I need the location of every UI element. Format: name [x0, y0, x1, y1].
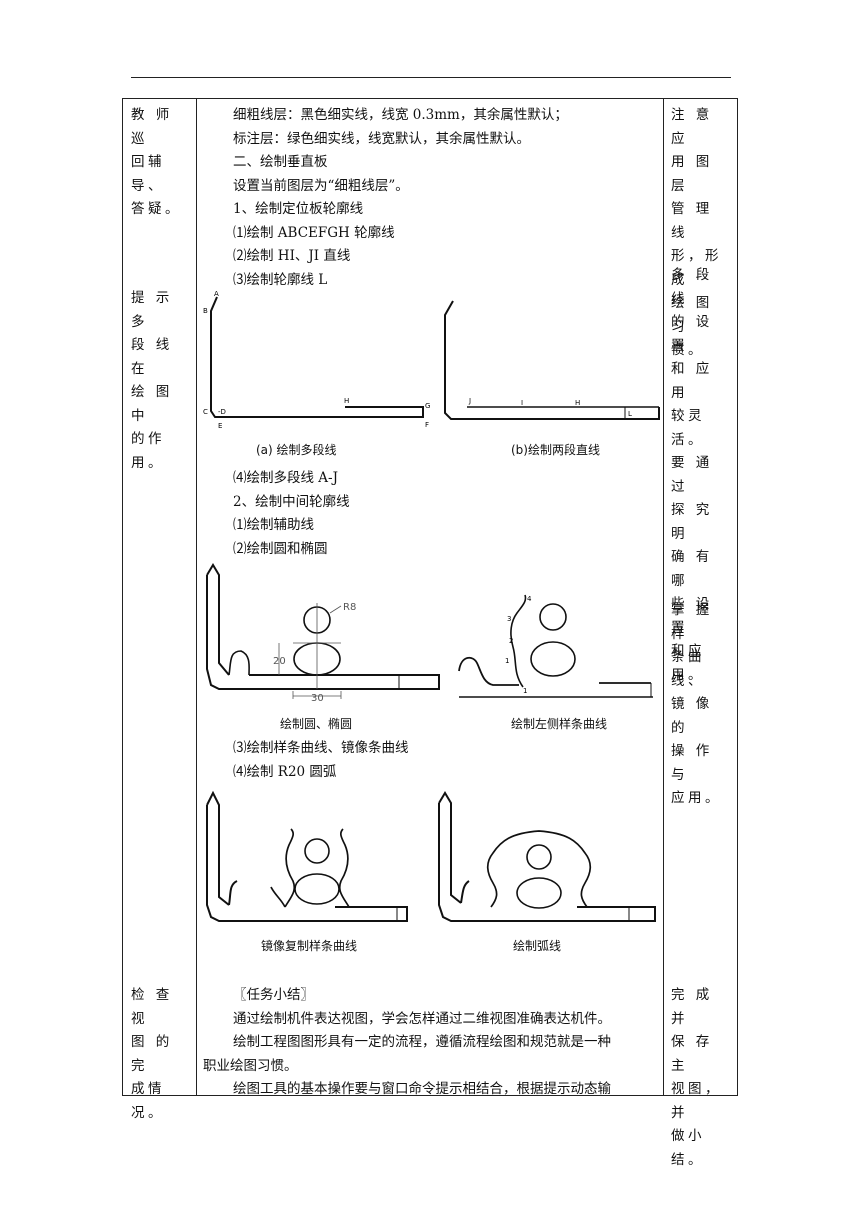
label-l: L [628, 410, 632, 418]
lesson-table: 教 师 巡回辅导、答疑。 提 示 多段 线 在绘 图 中的作用。 检 查 视图 … [122, 98, 738, 1168]
point-4: 4 [527, 595, 532, 603]
header-rule [131, 77, 731, 78]
figure-spline-arc [206, 790, 656, 922]
main-text-1: 细粗线层：黑色细实线，线宽 0.3mm，其余属性默认； 标注层：绿色细实线，线宽… [233, 107, 568, 288]
figure-caption: (a) 绘制多段线 [256, 443, 337, 457]
left-note-2: 提 示 多段 线 在绘 图 中的作用。 [131, 290, 173, 471]
left-note-1: 教 师 巡回辅导、答疑。 [131, 107, 182, 217]
left-note-3: 检 查 视图 的 完成情况。 [131, 987, 173, 1121]
summary-text: 〖任务小结〗 通过绘制机件表达视图，学会怎样通过二维视图准确表达机件。 绘制工程… [203, 987, 611, 1097]
right-note-1: 注 意 应用 图 层管 理 线形，形成绘 图 习惯。 [671, 107, 722, 358]
figure-polyline: A B C -D E F G H J I H L [203, 290, 660, 430]
figure-caption: 绘制左侧样条曲线 [511, 717, 608, 731]
label-h2: H [575, 399, 580, 407]
figure-caption: (b)绘制两段直线 [511, 443, 600, 457]
label-g: G [425, 402, 430, 410]
point-1: 1 [505, 657, 509, 665]
label-j: J [468, 397, 471, 405]
label-f: F [425, 421, 429, 429]
width-label: 30 [311, 693, 324, 704]
label-d: -D [218, 408, 226, 416]
main-text-2: ⑷绘制多段线 A-J 2、绘制中间轮廓线 ⑴绘制辅助线 ⑵绘制圆和椭圆 [233, 470, 350, 557]
point-2: 2 [509, 637, 513, 645]
label-a: A [214, 290, 219, 298]
figure-caption: 绘制圆、椭圆 [280, 717, 353, 731]
label-b: B [203, 307, 208, 315]
figure-caption: 镜像复制样条曲线 [261, 939, 358, 953]
radius-label: R8 [343, 602, 356, 613]
column-divider [663, 99, 664, 1095]
height-label: 20 [273, 656, 286, 667]
main-text-3: ⑶绘制样条曲线、镜像条曲线 ⑷绘制 R20 圆弧 [233, 740, 409, 780]
right-note-2: 多 段 线的 设 置和 应 用较灵活。要 通 过探 究 明确 有 哪些 设 置和… [671, 267, 713, 683]
label-e: E [218, 422, 222, 430]
right-note-4: 完 成 并保 存 主视图，并做小结。 [671, 987, 722, 1168]
point-1b: 1 [523, 687, 527, 695]
label-i: I [521, 399, 523, 407]
point-3: 3 [507, 615, 511, 623]
figure-circle-ellipse: R8 20 30 1 2 3 4 1 [206, 563, 653, 704]
figure-caption: 绘制弧线 [513, 939, 562, 953]
right-note-3: 掌 握 样条曲线、镜 像 的操 作 与应用。 [671, 602, 722, 806]
column-divider [196, 99, 197, 1095]
label-c: C [203, 408, 208, 416]
label-h: H [344, 397, 349, 405]
